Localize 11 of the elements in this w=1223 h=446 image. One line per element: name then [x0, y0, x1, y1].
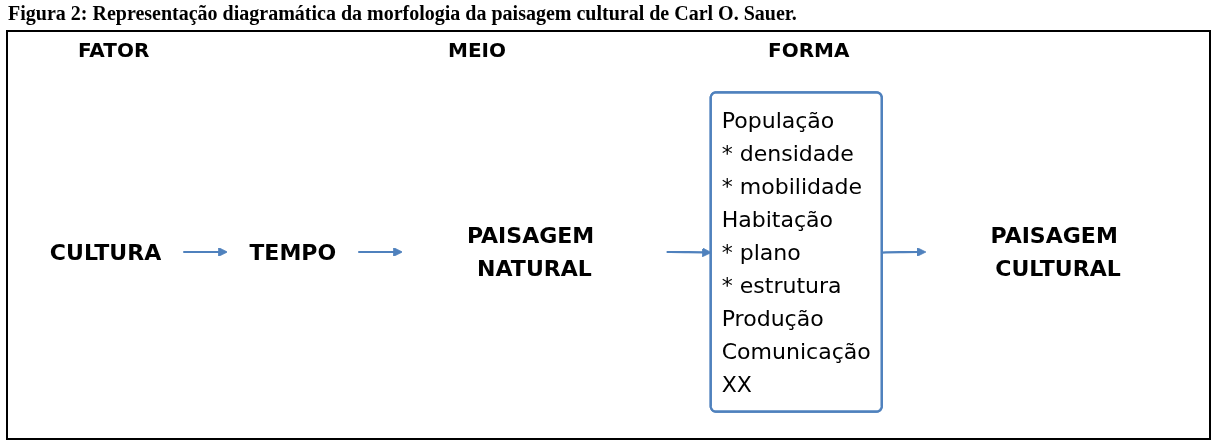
column-heading: FATOR	[78, 38, 150, 62]
column-heading: FORMA	[768, 38, 850, 62]
arrow	[357, 247, 403, 257]
node-text: CULTURA	[49, 238, 161, 266]
node-text: PAISAGEM CULTURAL	[990, 222, 1121, 282]
arrow	[881, 247, 926, 257]
node-text: PAISAGEM NATURAL	[466, 222, 594, 282]
figure-title: Figura 2: Representação diagramática da morfologia da paisagem cultural de Carl O. Sauer.	[7, 1, 798, 27]
column-heading: MEIO	[448, 38, 506, 62]
node-text: TEMPO	[248, 238, 336, 266]
arrow	[182, 247, 228, 257]
